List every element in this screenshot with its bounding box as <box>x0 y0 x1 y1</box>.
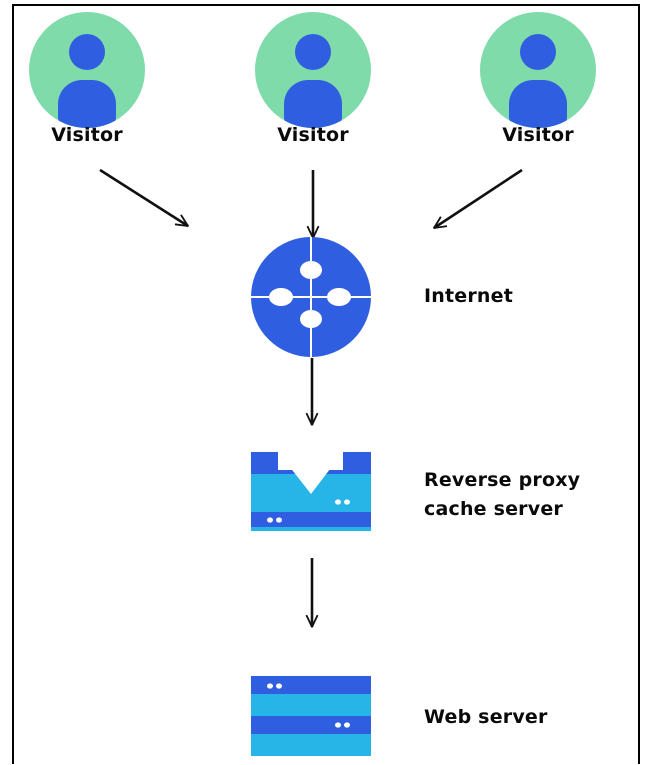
arrow-visitor1-to-internet <box>99 168 188 226</box>
web-server-label: Web server <box>424 706 548 728</box>
arrow-visitor3-to-internet <box>434 168 523 228</box>
visitor-avatar-icon-1 <box>29 12 145 128</box>
visitor-label-3: Visitor <box>502 124 574 146</box>
visitor-avatar-icon-2 <box>255 12 371 128</box>
internet-globe-icon <box>251 237 371 357</box>
web-server-icon <box>251 676 371 756</box>
reverse-proxy-server-icon <box>251 452 371 531</box>
diagram-frame <box>12 4 640 764</box>
visitor-avatar-icon-3 <box>480 12 596 128</box>
internet-label: Internet <box>424 285 514 307</box>
visitor-label-1: Visitor <box>51 124 123 146</box>
proxy-label-line2: cache server <box>424 498 563 520</box>
visitor-label-2: Visitor <box>277 124 349 146</box>
proxy-label-line1: Reverse proxy <box>424 469 581 491</box>
